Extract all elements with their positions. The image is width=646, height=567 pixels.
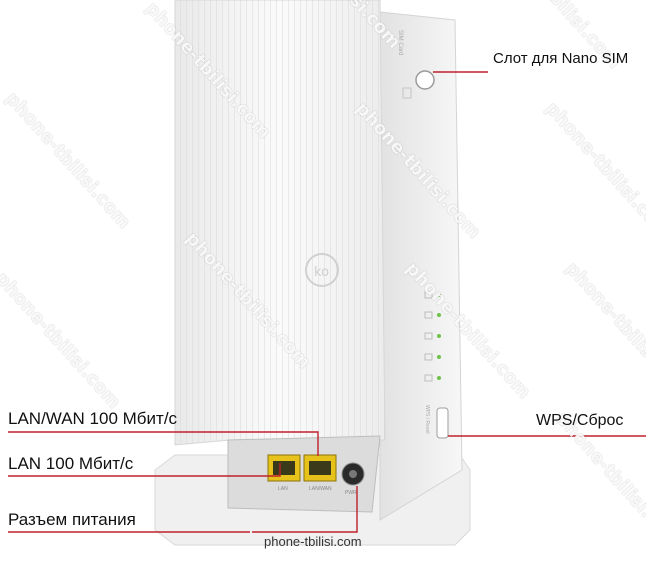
wps-reset-label: WPS/Сброс — [536, 412, 624, 429]
power-port-caption: PWR — [345, 490, 357, 496]
lanwan-port-caption: LAN/WAN — [309, 486, 332, 492]
sim-port-label: SIM Card — [397, 30, 403, 56]
sim-slot — [415, 70, 435, 90]
site-caption: phone-tbilisi.com — [264, 534, 362, 549]
wps-button — [436, 407, 449, 439]
status-leds — [424, 291, 441, 382]
callout-lines — [8, 71, 646, 533]
wps-port-label: WPS / Reset — [424, 405, 430, 434]
router-logo — [305, 253, 339, 287]
lanwan-port-label: LAN/WAN 100 Мбит/с — [8, 409, 178, 428]
svg-text:ko: ko — [314, 265, 329, 280]
sim-slot-label: Слот для Nano SIM — [493, 50, 629, 67]
power-jack-label: Разъем питания — [8, 510, 136, 529]
lan-port-label: LAN 100 Мбит/с — [8, 454, 134, 473]
lan-port-caption: LAN — [278, 486, 288, 492]
